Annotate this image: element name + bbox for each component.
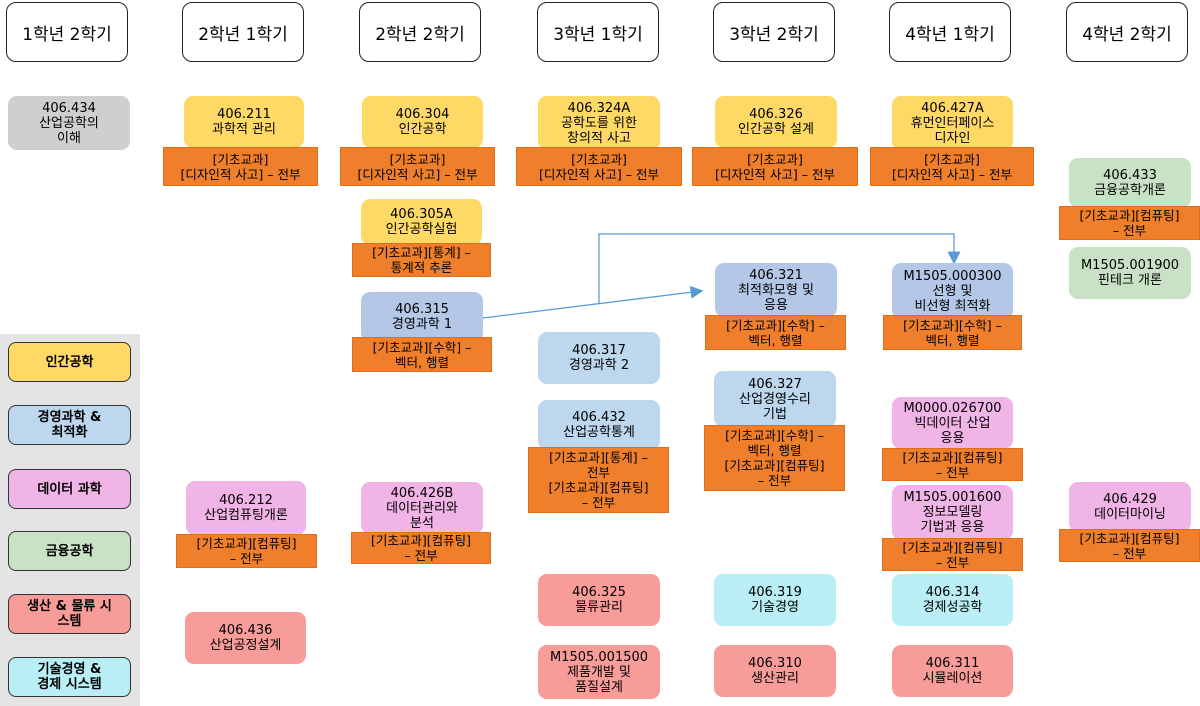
tag-406324a: [기초교과] [디자인적 사고] – 전부 [516,147,682,186]
semester-label: 3학년 1학기 [553,24,643,45]
course-406305a: 406.305A 인간공학실험 [361,199,482,245]
tag-m1505001600: [기초교과][컴퓨팅] – 전부 [882,538,1023,571]
legend-human-factors: 인간공학 [8,342,131,382]
tag-406326: [기초교과] [디자인적 사고] – 전부 [692,147,858,186]
legend-data-science: 데이터 과학 [8,469,131,509]
semester-label: 2학년 2학기 [375,24,465,45]
tag-m1505000300: [기초교과][수학] – 벡터, 행렬 [883,315,1022,350]
course-406315: 406.315 경영과학 1 [361,292,483,342]
tag-406211: [기초교과] [디자인적 사고] – 전부 [163,147,318,186]
legend-production-logistics: 생산 & 물류 시 스템 [8,594,131,634]
course-406212: 406.212 산업컴퓨팅개론 [186,481,306,535]
course-m1505001900: M1505.001900 핀테크 개론 [1069,247,1191,299]
legend-panel [0,334,140,706]
course-406427a: 406.427A 휴먼인터페이스 디자인 [892,96,1013,150]
semester-header-y3s2: 3학년 2학기 [713,2,835,62]
course-406434: 406.434 산업공학의 이해 [8,96,130,150]
course-m1505000300: M1505.000300 선형 및 비선형 최적화 [892,263,1013,319]
course-406310: 406.310 생산관리 [714,645,836,697]
semester-header-y4s2: 4학년 2학기 [1066,2,1188,62]
course-m1505001500: M1505.001500 제품개발 및 품질설계 [538,645,660,699]
semester-label: 3학년 2학기 [729,24,819,45]
course-m0000026700: M0000.026700 빅데이터 산업 응용 [892,397,1013,449]
semester-header-y1s2: 1학년 2학기 [6,2,128,62]
legend-financial-engineering: 금융공학 [8,531,131,571]
course-406432: 406.432 산업공학통계 [538,400,660,450]
tag-406426b: [기초교과][컴퓨팅] – 전부 [351,532,491,564]
course-406321: 406.321 최적화모형 및 응용 [715,263,837,317]
course-406314: 406.314 경제성공학 [892,574,1013,626]
course-406327: 406.327 산업경영수리 기법 [714,371,836,427]
semester-header-y2s2: 2학년 2학기 [359,2,481,62]
course-406211: 406.211 과학적 관리 [184,96,304,148]
tag-406427a: [기초교과] [디자인적 사고] – 전부 [870,147,1034,186]
semester-header-y4s1: 4학년 1학기 [889,2,1011,62]
course-m1505001600: M1505.001600 정보모델링 기법과 응용 [892,485,1013,540]
course-406433: 406.433 금융공학개론 [1069,158,1191,208]
course-406326: 406.326 인간공학 설계 [715,96,837,148]
semester-label: 1학년 2학기 [22,24,112,45]
tag-406429: [기초교과][컴퓨팅] – 전부 [1059,529,1200,562]
tag-406432: [기초교과][통계] – 전부 [기초교과][컴퓨팅] – 전부 [528,447,669,513]
tag-406315: [기초교과][수학] – 벡터, 행렬 [352,337,492,372]
semester-label: 4학년 1학기 [905,24,995,45]
semester-header-y2s1: 2학년 1학기 [182,2,304,62]
semester-header-y3s1: 3학년 1학기 [537,2,659,62]
course-406311: 406.311 시뮬레이션 [892,645,1013,697]
course-406319: 406.319 기술경영 [714,574,836,626]
tag-406433: [기초교과][컴퓨팅] – 전부 [1059,206,1200,240]
course-406436: 406.436 산업공정설계 [185,612,306,664]
course-406426b: 406.426B 데이터관리와 분석 [361,482,483,534]
tag-406321: [기초교과][수학] – 벡터, 행렬 [705,315,846,350]
legend-operations-research: 경영과학 & 최적화 [8,405,131,445]
tag-406212: [기초교과][컴퓨팅] – 전부 [176,534,317,568]
semester-label: 4학년 2학기 [1082,24,1172,45]
course-406304: 406.304 인간공학 [362,96,483,148]
course-406317: 406.317 경영과학 2 [538,332,660,384]
arrow-315-to-000300 [598,233,961,303]
course-406324a: 406.324A 공학도를 위한 창의적 사고 [538,96,660,150]
tag-406305a: [기초교과][통계] – 통계적 추론 [352,243,491,277]
semester-label: 2학년 1학기 [198,24,288,45]
arrow-315-to-321 [482,285,704,319]
tag-406304: [기초교과] [디자인적 사고] – 전부 [340,147,495,186]
tag-406327: [기초교과][수학] – 벡터, 행렬 [기초교과][컴퓨팅] – 전부 [704,425,845,491]
tag-m0000026700: [기초교과][컴퓨팅] – 전부 [882,448,1023,481]
course-406325: 406.325 물류관리 [538,574,660,626]
course-406429: 406.429 데이터마이닝 [1069,482,1191,532]
legend-technology-management: 기술경영 & 경제 시스템 [8,657,131,697]
